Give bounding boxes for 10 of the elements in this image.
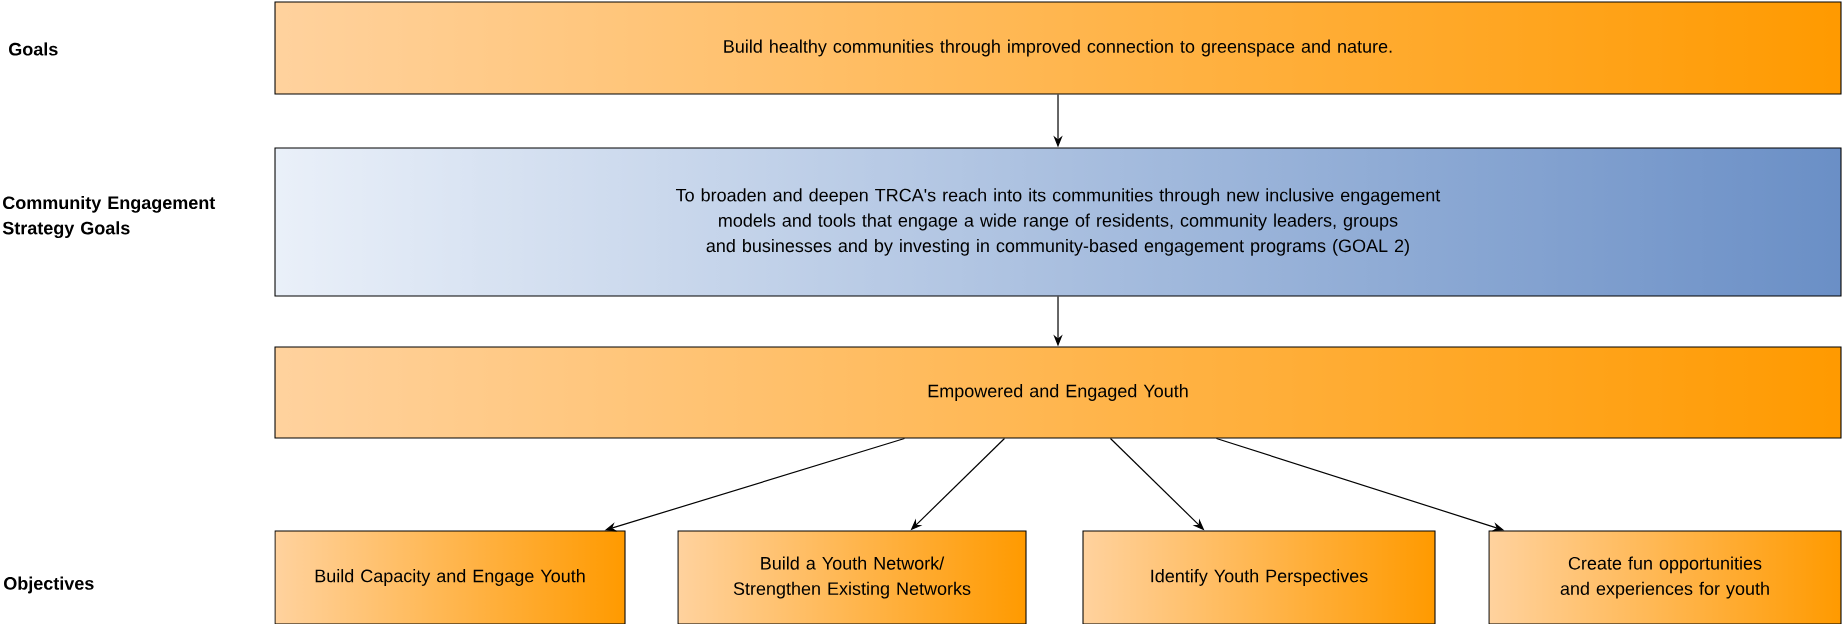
- row-label: Community Engagement Strategy Goals: [2, 195, 216, 239]
- objective-box: Create fun opportunities and experiences for youth: [1488, 530, 1842, 624]
- row-label: Objectives: [4, 576, 94, 594]
- objective-box: Identify Youth Perspectives: [1082, 530, 1436, 624]
- goal-box: To broaden and deepen TRCA's reach into its communities through new inclusive engagement models and tools that engage a wide range of residents, community leaders, groups and businesses and by investing in community-based engagement programs (GOAL 2): [274, 147, 1842, 297]
- goal-box: Empowered and Engaged Youth: [274, 346, 1842, 439]
- row-label: Goals: [9, 42, 58, 56]
- objective-box: Build Capacity and Engage Youth: [274, 530, 626, 624]
- goal-box: Build healthy communities through improved connection to greenspace and nature.: [274, 1, 1842, 95]
- objective-box: Build a Youth Network/ Strengthen Existing Networks: [677, 530, 1027, 624]
